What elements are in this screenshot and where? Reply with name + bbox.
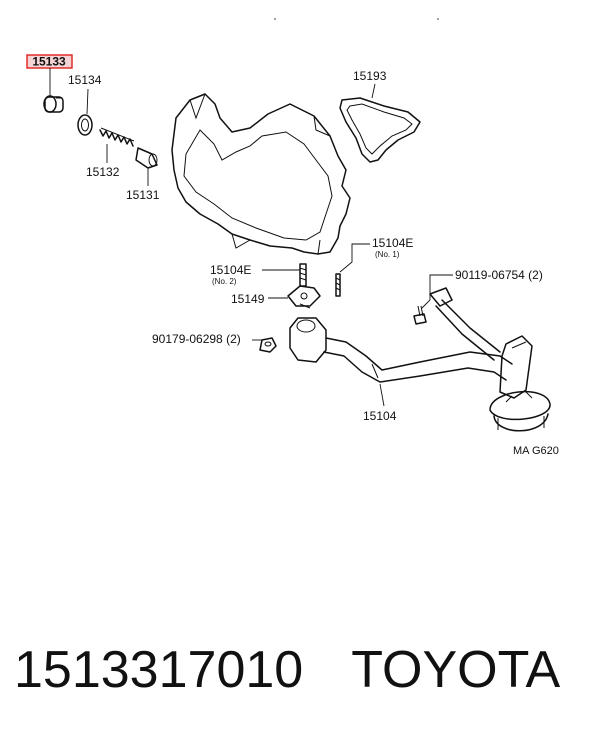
leader-15104E-no1 xyxy=(339,243,370,273)
gasket-15149[interactable] xyxy=(287,285,321,309)
label-15134: 15134 xyxy=(68,73,102,87)
spring-15132[interactable] xyxy=(99,127,135,147)
label-15133-highlight[interactable]: 15133 xyxy=(26,54,73,69)
label-15193: 15193 xyxy=(353,69,387,83)
brand-name: TOYOTA xyxy=(351,641,561,699)
gasket-15193[interactable] xyxy=(339,97,421,163)
speck xyxy=(437,18,439,20)
valve-15131[interactable] xyxy=(135,147,158,169)
oil-strainer-15104[interactable] xyxy=(289,287,551,432)
leader-90119 xyxy=(421,274,453,309)
speck xyxy=(274,18,276,20)
label-15132: 15132 xyxy=(86,165,120,179)
leader-15134 xyxy=(86,88,89,115)
highlight-box xyxy=(26,54,73,69)
label-15131: 15131 xyxy=(126,188,160,202)
diagram-reference-code: MA G620 xyxy=(513,445,559,457)
label-15149: 15149 xyxy=(231,292,265,306)
leader-15104 xyxy=(379,383,385,407)
stud-15104E-no2[interactable] xyxy=(299,263,307,287)
sublabel-15104E-no1: (No. 1) xyxy=(375,250,400,259)
nut-90179[interactable] xyxy=(259,337,277,353)
bolt-90119[interactable] xyxy=(413,305,427,325)
label-15104E-no1: 15104E xyxy=(372,236,413,250)
label-90119: 90119-06754 (2) xyxy=(455,268,543,282)
leader-15193 xyxy=(371,83,376,99)
sublabel-15104E-no2: (No. 2) xyxy=(212,277,237,286)
label-15104E-no2: 15104E xyxy=(210,263,251,277)
gasket-15134[interactable] xyxy=(77,114,93,136)
part-footer: 1513317010 TOYOTA xyxy=(14,634,594,714)
stud-15104E-no1[interactable] xyxy=(335,273,341,297)
plug-15133[interactable] xyxy=(43,95,64,113)
label-15104: 15104 xyxy=(363,409,397,423)
label-15133: 15133 xyxy=(32,55,66,69)
transaxle-housing xyxy=(171,93,351,255)
part-number: 1513317010 xyxy=(14,641,304,699)
label-90179: 90179-06298 (2) xyxy=(152,332,241,346)
